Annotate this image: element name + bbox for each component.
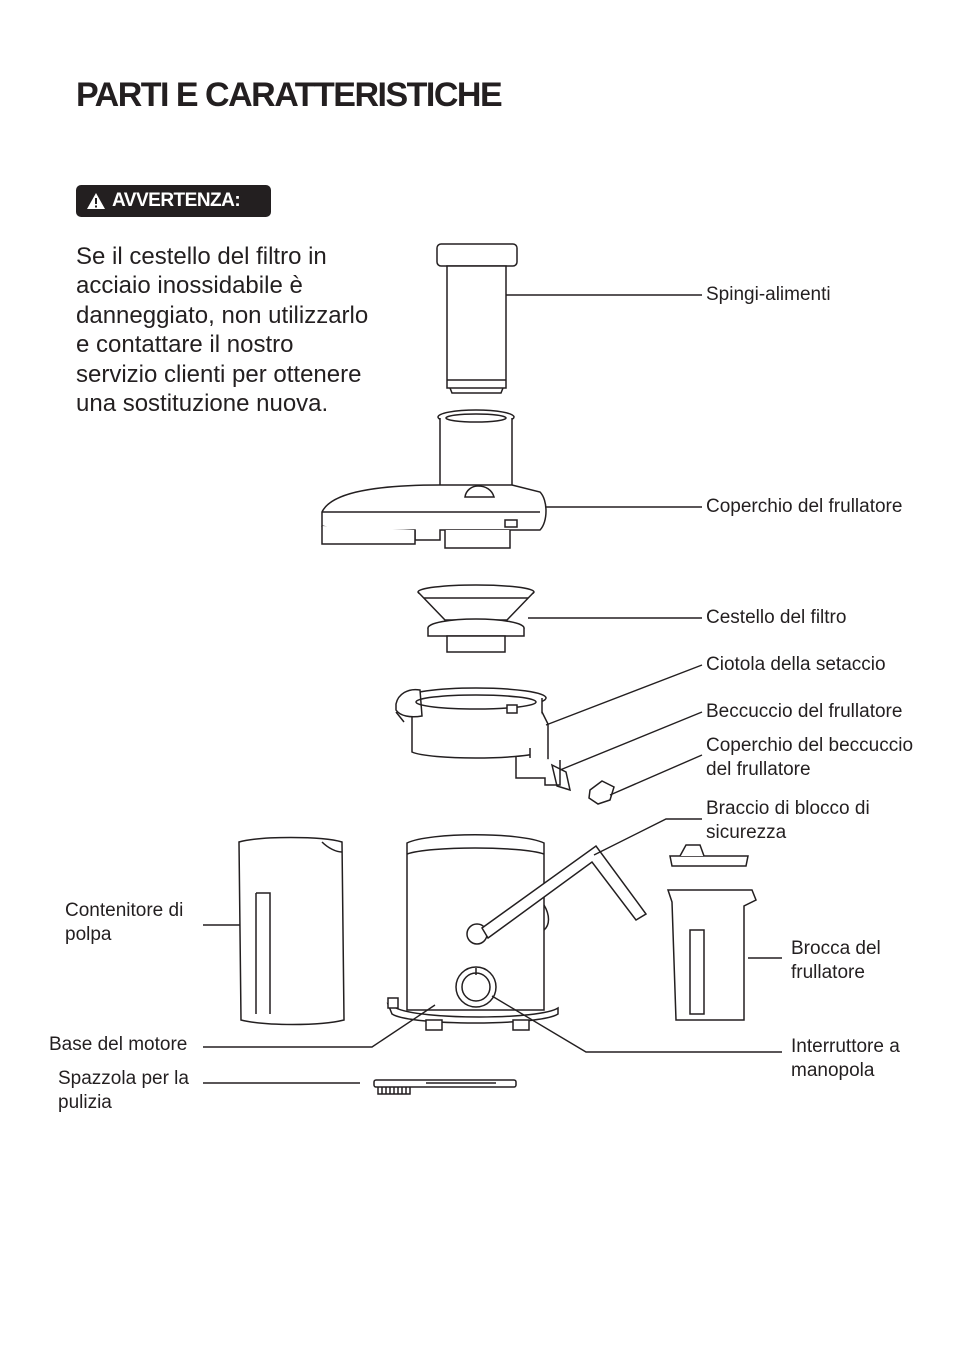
label-pulp-container-line1: Contenitore di <box>65 900 184 921</box>
lid-drawing <box>321 409 547 549</box>
warning-label: AVVERTENZA: <box>112 190 241 211</box>
label-pulp-container-line2: polpa <box>65 924 112 945</box>
pulp-container-drawing <box>238 836 345 1026</box>
motor-base-drawing <box>386 834 648 1031</box>
strainer-bowl-drawing <box>395 687 561 786</box>
label-spout: Beccuccio del frullatore <box>706 701 903 722</box>
label-food-pusher: Spingi-alimenti <box>706 284 831 305</box>
juice-jug-drawing <box>666 844 757 1021</box>
label-strainer-bowl: Ciotola della setaccio <box>706 654 886 675</box>
spout-cover-drawing <box>588 780 615 805</box>
label-lock-arm-line1: Braccio di blocco di <box>706 798 870 819</box>
warning-text-line: acciaio inossidabile è <box>76 272 303 299</box>
label-motor-base: Base del motore <box>49 1034 188 1055</box>
warning-triangle-icon <box>87 193 105 209</box>
label-juice-jug-line1: Brocca del <box>791 938 881 959</box>
label-lid: Coperchio del frullatore <box>706 496 903 517</box>
warning-text-line: servizio clienti per ottenere <box>76 361 362 388</box>
warning-text-line: danneggiato, non utilizzarlo <box>76 302 369 329</box>
warning-text-line: e contattare il nostro <box>76 331 294 358</box>
label-juice-jug-line2: frullatore <box>791 962 865 983</box>
label-filter-basket: Cestello del filtro <box>706 607 847 628</box>
warning-text-line: Se il cestello del filtro in <box>76 243 327 270</box>
label-spout-cover-line1: Coperchio del beccuccio <box>706 735 914 756</box>
page-title: PARTI E CARATTERISTICHE <box>76 76 503 114</box>
label-knob-line2: manopola <box>791 1060 875 1081</box>
cleaning-brush-drawing <box>373 1079 517 1095</box>
label-spout-cover-line2: del frullatore <box>706 759 811 780</box>
label-lock-arm-line2: sicurezza <box>706 822 787 843</box>
food-pusher-drawing <box>436 243 518 394</box>
leader-lines <box>203 294 782 1084</box>
label-brush-line1: Spazzola per la <box>58 1068 189 1089</box>
warning-badge: AVVERTENZA: <box>76 185 271 217</box>
label-knob-line1: Interruttore a <box>791 1036 900 1057</box>
filter-basket-drawing <box>417 584 535 653</box>
label-brush-line2: pulizia <box>58 1092 112 1113</box>
warning-text-line: una sostituzione nuova. <box>76 390 329 417</box>
